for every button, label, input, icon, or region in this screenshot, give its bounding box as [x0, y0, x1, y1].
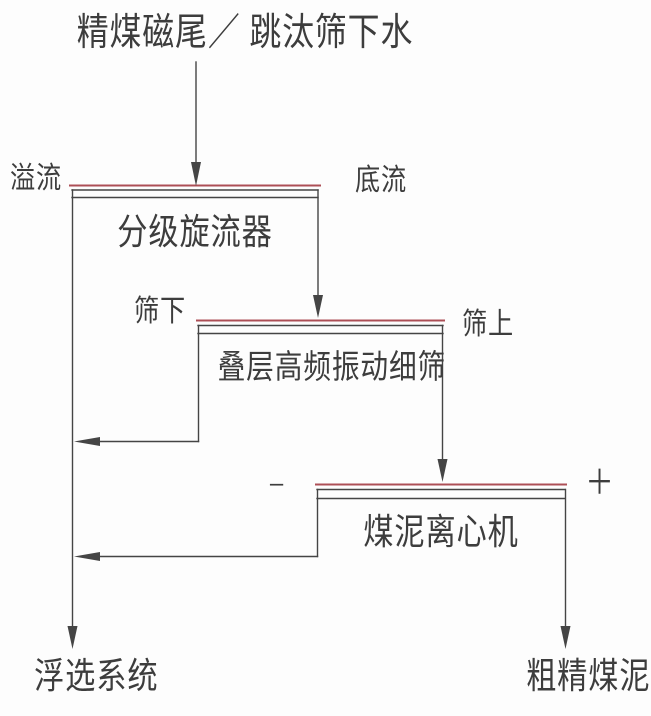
node-label-classifying-cyclone: 分级旋流器 [117, 212, 273, 252]
output-label-coarse-clean-slime: 粗精煤泥 [526, 656, 651, 696]
machine-top-lines [69, 184, 567, 486]
port-label-underflow: 底流 [354, 164, 408, 197]
flow-lines-main [71, 61, 567, 628]
port-label-minus: − [268, 467, 286, 504]
flotation-arrowhead-icon [67, 626, 78, 649]
node-label-slime-centrifuge: 煤泥离心机 [363, 512, 519, 552]
output-label-flotation-system: 浮选系统 [34, 656, 159, 696]
feed-arrowhead-icon [191, 162, 201, 186]
node-label-vibrating-fine-screen: 叠层高频振动细筛 [217, 350, 447, 386]
product-arrowhead-icon [560, 626, 571, 649]
port-label-screen-over: 筛上 [461, 308, 515, 341]
effluent-arrowhead-icon [74, 552, 100, 561]
oversize-arrowhead-icon [437, 459, 448, 482]
diagram-title: 精煤磁尾／ 跳汰筛下水 [76, 12, 414, 54]
undersize-arrowhead-icon [74, 437, 100, 446]
underflow-arrowhead-icon [313, 295, 323, 318]
port-label-overflow: 溢流 [9, 162, 63, 195]
port-label-plus: ＋ [585, 465, 615, 502]
port-label-screen-under: 筛下 [133, 295, 187, 328]
